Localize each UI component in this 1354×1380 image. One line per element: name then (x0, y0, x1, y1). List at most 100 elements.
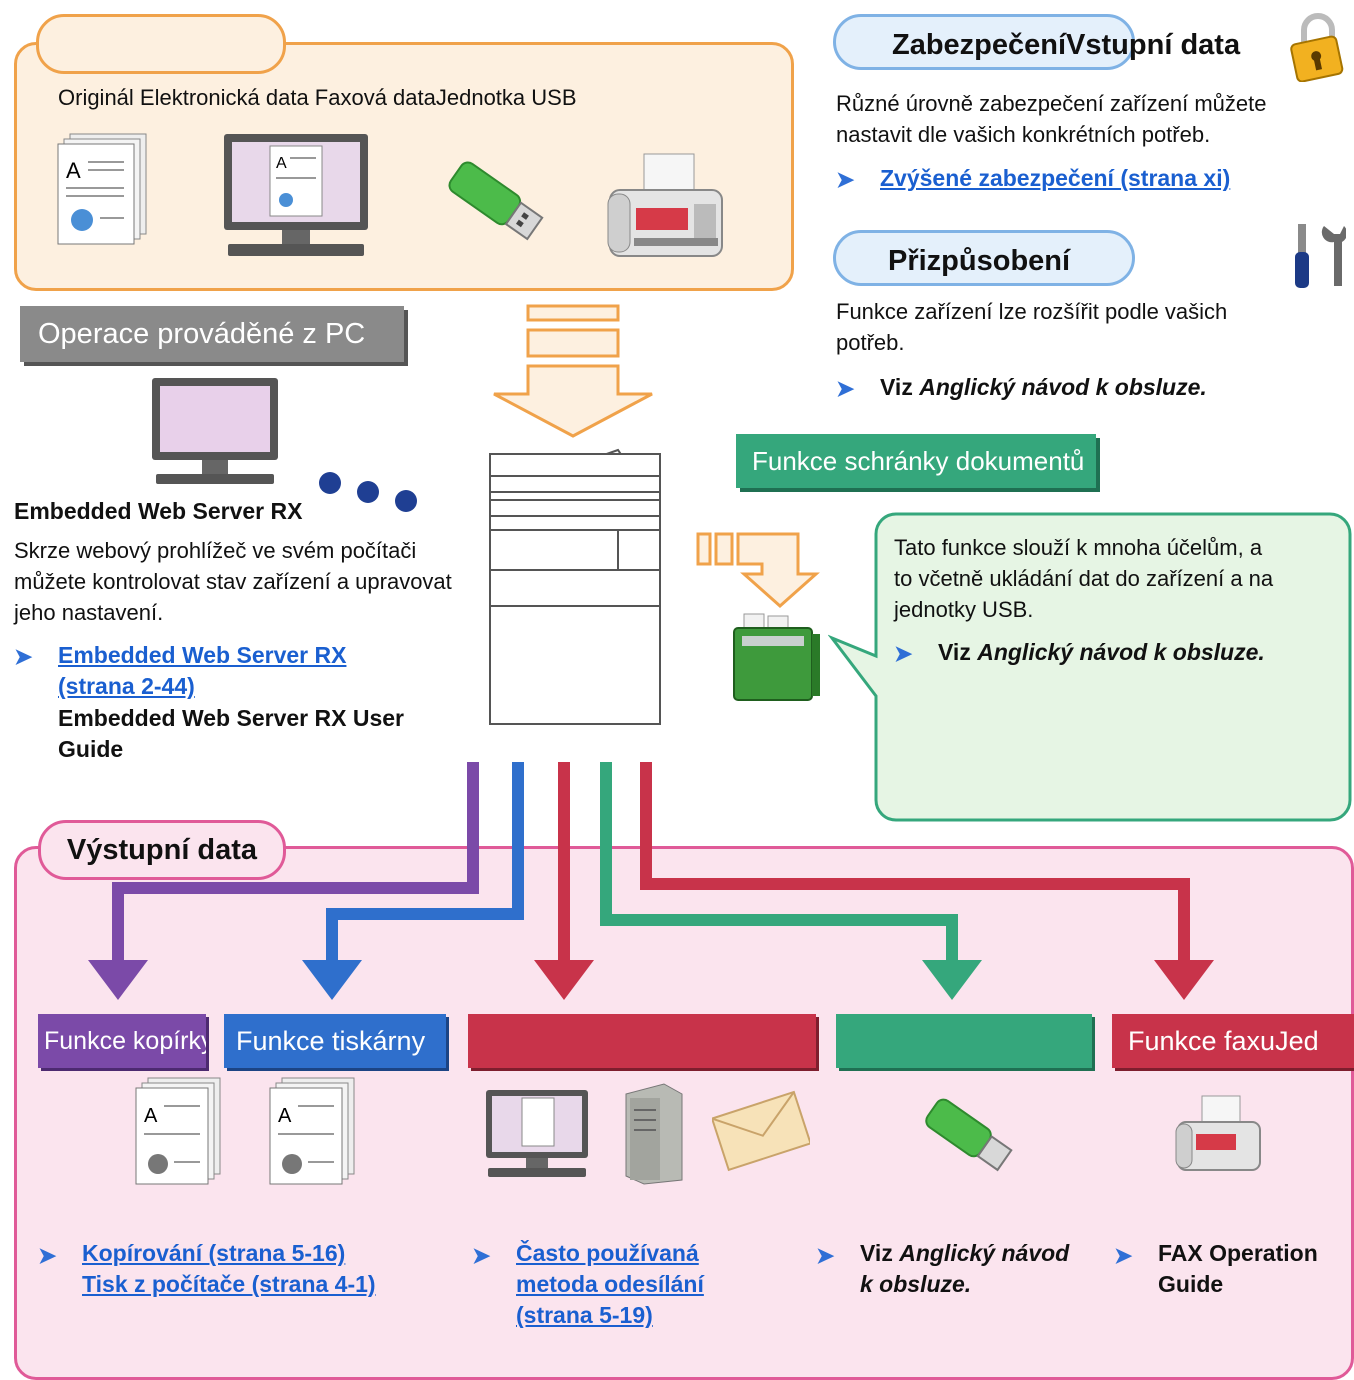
arrow-head-send (534, 960, 594, 1000)
document-box-arrow (696, 532, 820, 609)
fax-output-icon (1175, 1095, 1261, 1171)
tools-icon (1295, 224, 1346, 288)
ews-title: Embedded Web Server RX (14, 498, 303, 524)
document-box-callout (828, 512, 1352, 822)
ews-link[interactable]: Embedded Web Server RX (strana 2-44) (58, 640, 346, 702)
document-box-reference-prefix: Viz (938, 639, 978, 665)
ews-link-line2[interactable]: (strana 2-44) (58, 673, 195, 699)
print-function-band: Funkce tiskárny (224, 1014, 446, 1068)
arrow-to-copy (112, 762, 479, 962)
monitor-document-icon: A (224, 134, 368, 256)
security-pill-label: ZabezpečeníVstupní data (892, 29, 1241, 61)
arrow-head-usb (922, 960, 982, 1000)
copy-function-label: Funkce kopírky (44, 1027, 206, 1055)
pc-monitor-icon (152, 378, 278, 484)
document-box-cabinet-icon (733, 613, 820, 701)
document-box-description-line2: to včetně ukládání dat do zařízení a na (894, 566, 1274, 591)
security-description: Různé úrovně zabezpečení zařízení můžete… (836, 88, 1266, 150)
print-output-document-icon: A (269, 1077, 355, 1185)
usb-function-band (836, 1014, 1092, 1068)
multifunction-printer-icon (489, 448, 661, 725)
svg-text:A: A (144, 1105, 158, 1127)
print-function-label: Funkce tiskárny (236, 1026, 426, 1056)
network-dots-icon (319, 472, 417, 512)
input-tab (36, 14, 286, 74)
customization-arrow-icon: ➤ (836, 376, 855, 401)
send-link-line2[interactable]: metoda odesílání (516, 1271, 704, 1297)
document-box-description-line3: jednotky USB. (894, 597, 1034, 622)
usb-reference-manual: Anglický návod (899, 1240, 1070, 1266)
arrow-head-copy (88, 960, 148, 1000)
send-email-icon (712, 1090, 810, 1172)
copy-print-links[interactable]: Kopírování (strana 5-16) Tisk z počítače… (82, 1238, 376, 1300)
fax-function-band: Funkce faxuJed (1112, 1014, 1354, 1068)
copy-link[interactable]: Kopírování (strana 5-16) (82, 1240, 346, 1266)
usb-output-icon (925, 1098, 1013, 1172)
output-routing-arrows (88, 762, 1214, 1000)
padlock-icon (1290, 13, 1344, 82)
input-arrow (493, 304, 653, 438)
document-box-reference: Viz Anglický návod k obsluze. (938, 637, 1265, 668)
pc-operations-banner: Operace prováděné z PC (20, 306, 404, 362)
fax-guide-line2: Guide (1158, 1271, 1224, 1297)
customization-pill-label: Přizpůsobení (888, 245, 1071, 277)
fax-arrow-icon: ➤ (1114, 1243, 1133, 1268)
ews-arrow-icon: ➤ (14, 644, 33, 669)
usb-reference: Viz Anglický návod k obsluze. (860, 1238, 1069, 1300)
print-link[interactable]: Tisk z počítače (strana 4-1) (82, 1271, 376, 1297)
svg-text:A: A (278, 1105, 292, 1127)
customization-pill: Přizpůsobení (833, 230, 1135, 286)
copy-output-document-icon: A (135, 1077, 221, 1185)
output-tab-label: Výstupní data (66, 834, 258, 866)
customization-reference-manual: Anglický návod k obsluze. (919, 374, 1207, 400)
ews-user-guide-line2: Guide (58, 736, 124, 762)
svg-text:A: A (276, 155, 287, 172)
document-box-banner: Funkce schránky dokumentů (736, 434, 1096, 488)
arrow-head-fax (1154, 960, 1214, 1000)
output-tab: Výstupní data (38, 820, 286, 880)
ews-user-guide-line1: Embedded Web Server RX User (58, 705, 404, 731)
send-link-line3[interactable]: (strana 5-19) (516, 1302, 653, 1328)
pc-operations-banner-label: Operace prováděné z PC (38, 318, 366, 350)
copy-function-band: Funkce kopírky (38, 1014, 206, 1068)
document-box-arrow-icon: ➤ (894, 641, 913, 666)
ews-link-line1[interactable]: Embedded Web Server RX (58, 642, 347, 668)
security-description-line2: nastavit dle vašich konkrétních potřeb. (836, 122, 1211, 147)
arrow-to-fax (640, 762, 1190, 962)
security-description-line1: Různé úrovně zabezpečení zařízení můžete (836, 91, 1267, 116)
fax-guide: FAX Operation Guide (1158, 1238, 1318, 1300)
ews-description: Skrze webový prohlížeč ve svém počítači … (14, 538, 452, 625)
customization-reference-prefix: Viz (880, 374, 920, 400)
send-pc-icon (486, 1090, 588, 1177)
arrow-to-print (326, 762, 524, 962)
send-function-band (468, 1014, 816, 1068)
usb-reference-line2: k obsluze. (860, 1271, 972, 1297)
copy-print-arrow-icon: ➤ (38, 1243, 57, 1268)
customization-description: Funkce zařízení lze rozšířit podle vašic… (836, 296, 1227, 358)
customization-description-line1: Funkce zařízení lze rozšířit podle vašic… (836, 299, 1228, 324)
usb-reference-prefix: Viz (860, 1240, 900, 1266)
fax-machine-icon (607, 153, 723, 257)
document-icon: A (57, 133, 147, 245)
usb-drive-icon (448, 161, 544, 241)
fax-guide-line1: FAX Operation (1158, 1240, 1318, 1266)
fax-function-label: Funkce faxuJed (1128, 1026, 1319, 1056)
send-arrow-icon: ➤ (472, 1243, 491, 1268)
ews-user-guide: Embedded Web Server RX User Guide (58, 703, 404, 765)
input-sources-label: Originál Elektronická data Faxová dataJe… (58, 85, 577, 110)
customization-reference: Viz Anglický návod k obsluze. (880, 372, 1207, 403)
security-arrow-icon: ➤ (836, 167, 855, 192)
customization-description-line2: potřeb. (836, 330, 905, 355)
send-link-line1[interactable]: Často používaná (516, 1240, 699, 1266)
arrow-head-print (302, 960, 362, 1000)
document-box-reference-manual: Anglický návod k obsluze. (977, 639, 1265, 665)
arrow-to-usb (600, 762, 958, 962)
security-link[interactable]: Zvýšené zabezpečení (strana xi) (880, 165, 1231, 191)
send-links[interactable]: Často používaná metoda odesílání (strana… (516, 1238, 704, 1331)
svg-text:A: A (66, 158, 81, 183)
security-pill: ZabezpečeníVstupní data (833, 14, 1240, 70)
document-box-description-line1: Tato funkce slouží k mnoha účelům, a (894, 535, 1263, 560)
usb-arrow-icon: ➤ (816, 1243, 835, 1268)
document-box-description: Tato funkce slouží k mnoha účelům, a to … (894, 532, 1344, 625)
document-box-banner-label: Funkce schránky dokumentů (752, 446, 1085, 476)
